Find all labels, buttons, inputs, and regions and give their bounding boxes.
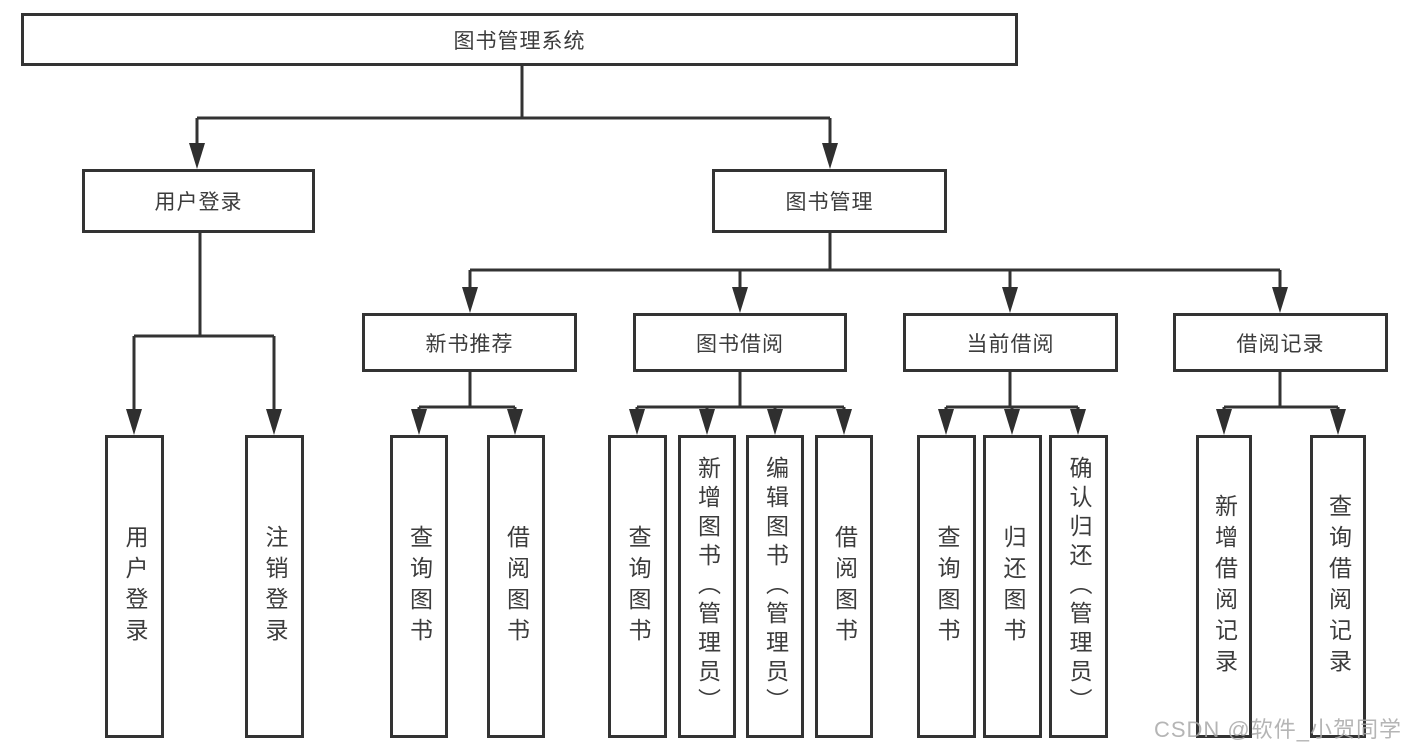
arrow-icon bbox=[822, 143, 838, 169]
arrow-icon bbox=[266, 409, 282, 435]
leaf-current-query-books: 查询图书 bbox=[917, 435, 976, 738]
node-new-book-recommendation: 新书推荐 bbox=[362, 313, 577, 372]
leaf-logout: 注销登录 bbox=[245, 435, 304, 738]
arrow-icon bbox=[189, 143, 205, 169]
leaf-newrec-borrow-books: 借阅图书 bbox=[487, 435, 545, 738]
connector-current-to-leaves bbox=[944, 371, 1080, 412]
leaf-records-add-borrow-record: 新增借阅记录 bbox=[1196, 435, 1252, 738]
arrow-icon bbox=[629, 409, 645, 435]
arrow-icon bbox=[411, 409, 427, 435]
arrow-icon bbox=[699, 409, 715, 435]
node-root-book-management-system: 图书管理系统 bbox=[21, 13, 1018, 66]
leaf-borrowing-add-books-admin: 新增图书（管理员） bbox=[678, 435, 736, 738]
arrow-icon bbox=[126, 409, 142, 435]
connector-records-to-leaves bbox=[1222, 371, 1340, 412]
arrow-icon bbox=[507, 409, 523, 435]
leaf-borrowing-edit-books-admin: 编辑图书（管理员） bbox=[746, 435, 804, 738]
arrow-icon bbox=[1004, 409, 1020, 435]
arrow-icon bbox=[836, 409, 852, 435]
leaf-records-query-borrow-record: 查询借阅记录 bbox=[1310, 435, 1366, 738]
leaf-current-return-books: 归还图书 bbox=[983, 435, 1042, 738]
arrow-icon bbox=[1330, 409, 1346, 435]
arrow-icon bbox=[767, 409, 783, 435]
leaf-borrowing-borrow-books: 借阅图书 bbox=[815, 435, 873, 738]
connector-bborrow-to-leaves bbox=[635, 371, 846, 412]
arrow-icon bbox=[1070, 409, 1086, 435]
leaf-user-login: 用户登录 bbox=[105, 435, 164, 738]
arrow-icon bbox=[462, 287, 478, 313]
leaf-newrec-query-books: 查询图书 bbox=[390, 435, 448, 738]
leaf-borrowing-query-books: 查询图书 bbox=[608, 435, 667, 738]
arrow-icon bbox=[732, 287, 748, 313]
connector-mgmt-to-level3 bbox=[468, 232, 1282, 290]
arrow-icon bbox=[1272, 287, 1288, 313]
node-book-borrowing: 图书借阅 bbox=[633, 313, 847, 372]
arrow-icon bbox=[1002, 287, 1018, 313]
node-current-borrowing: 当前借阅 bbox=[903, 313, 1118, 372]
node-user-login: 用户登录 bbox=[82, 169, 315, 233]
connector-login-to-leaves bbox=[132, 232, 276, 412]
node-borrowing-records: 借阅记录 bbox=[1173, 313, 1388, 372]
arrow-icon bbox=[1216, 409, 1232, 435]
connector-newrec-to-leaves bbox=[417, 371, 517, 412]
arrow-icon bbox=[938, 409, 954, 435]
leaf-current-confirm-return-admin: 确认归还（管理员） bbox=[1049, 435, 1108, 738]
node-book-management: 图书管理 bbox=[712, 169, 947, 233]
connector-root-to-level2 bbox=[195, 65, 832, 146]
csdn-watermark: CSDN @软件_小贺同学 bbox=[1153, 717, 1402, 742]
